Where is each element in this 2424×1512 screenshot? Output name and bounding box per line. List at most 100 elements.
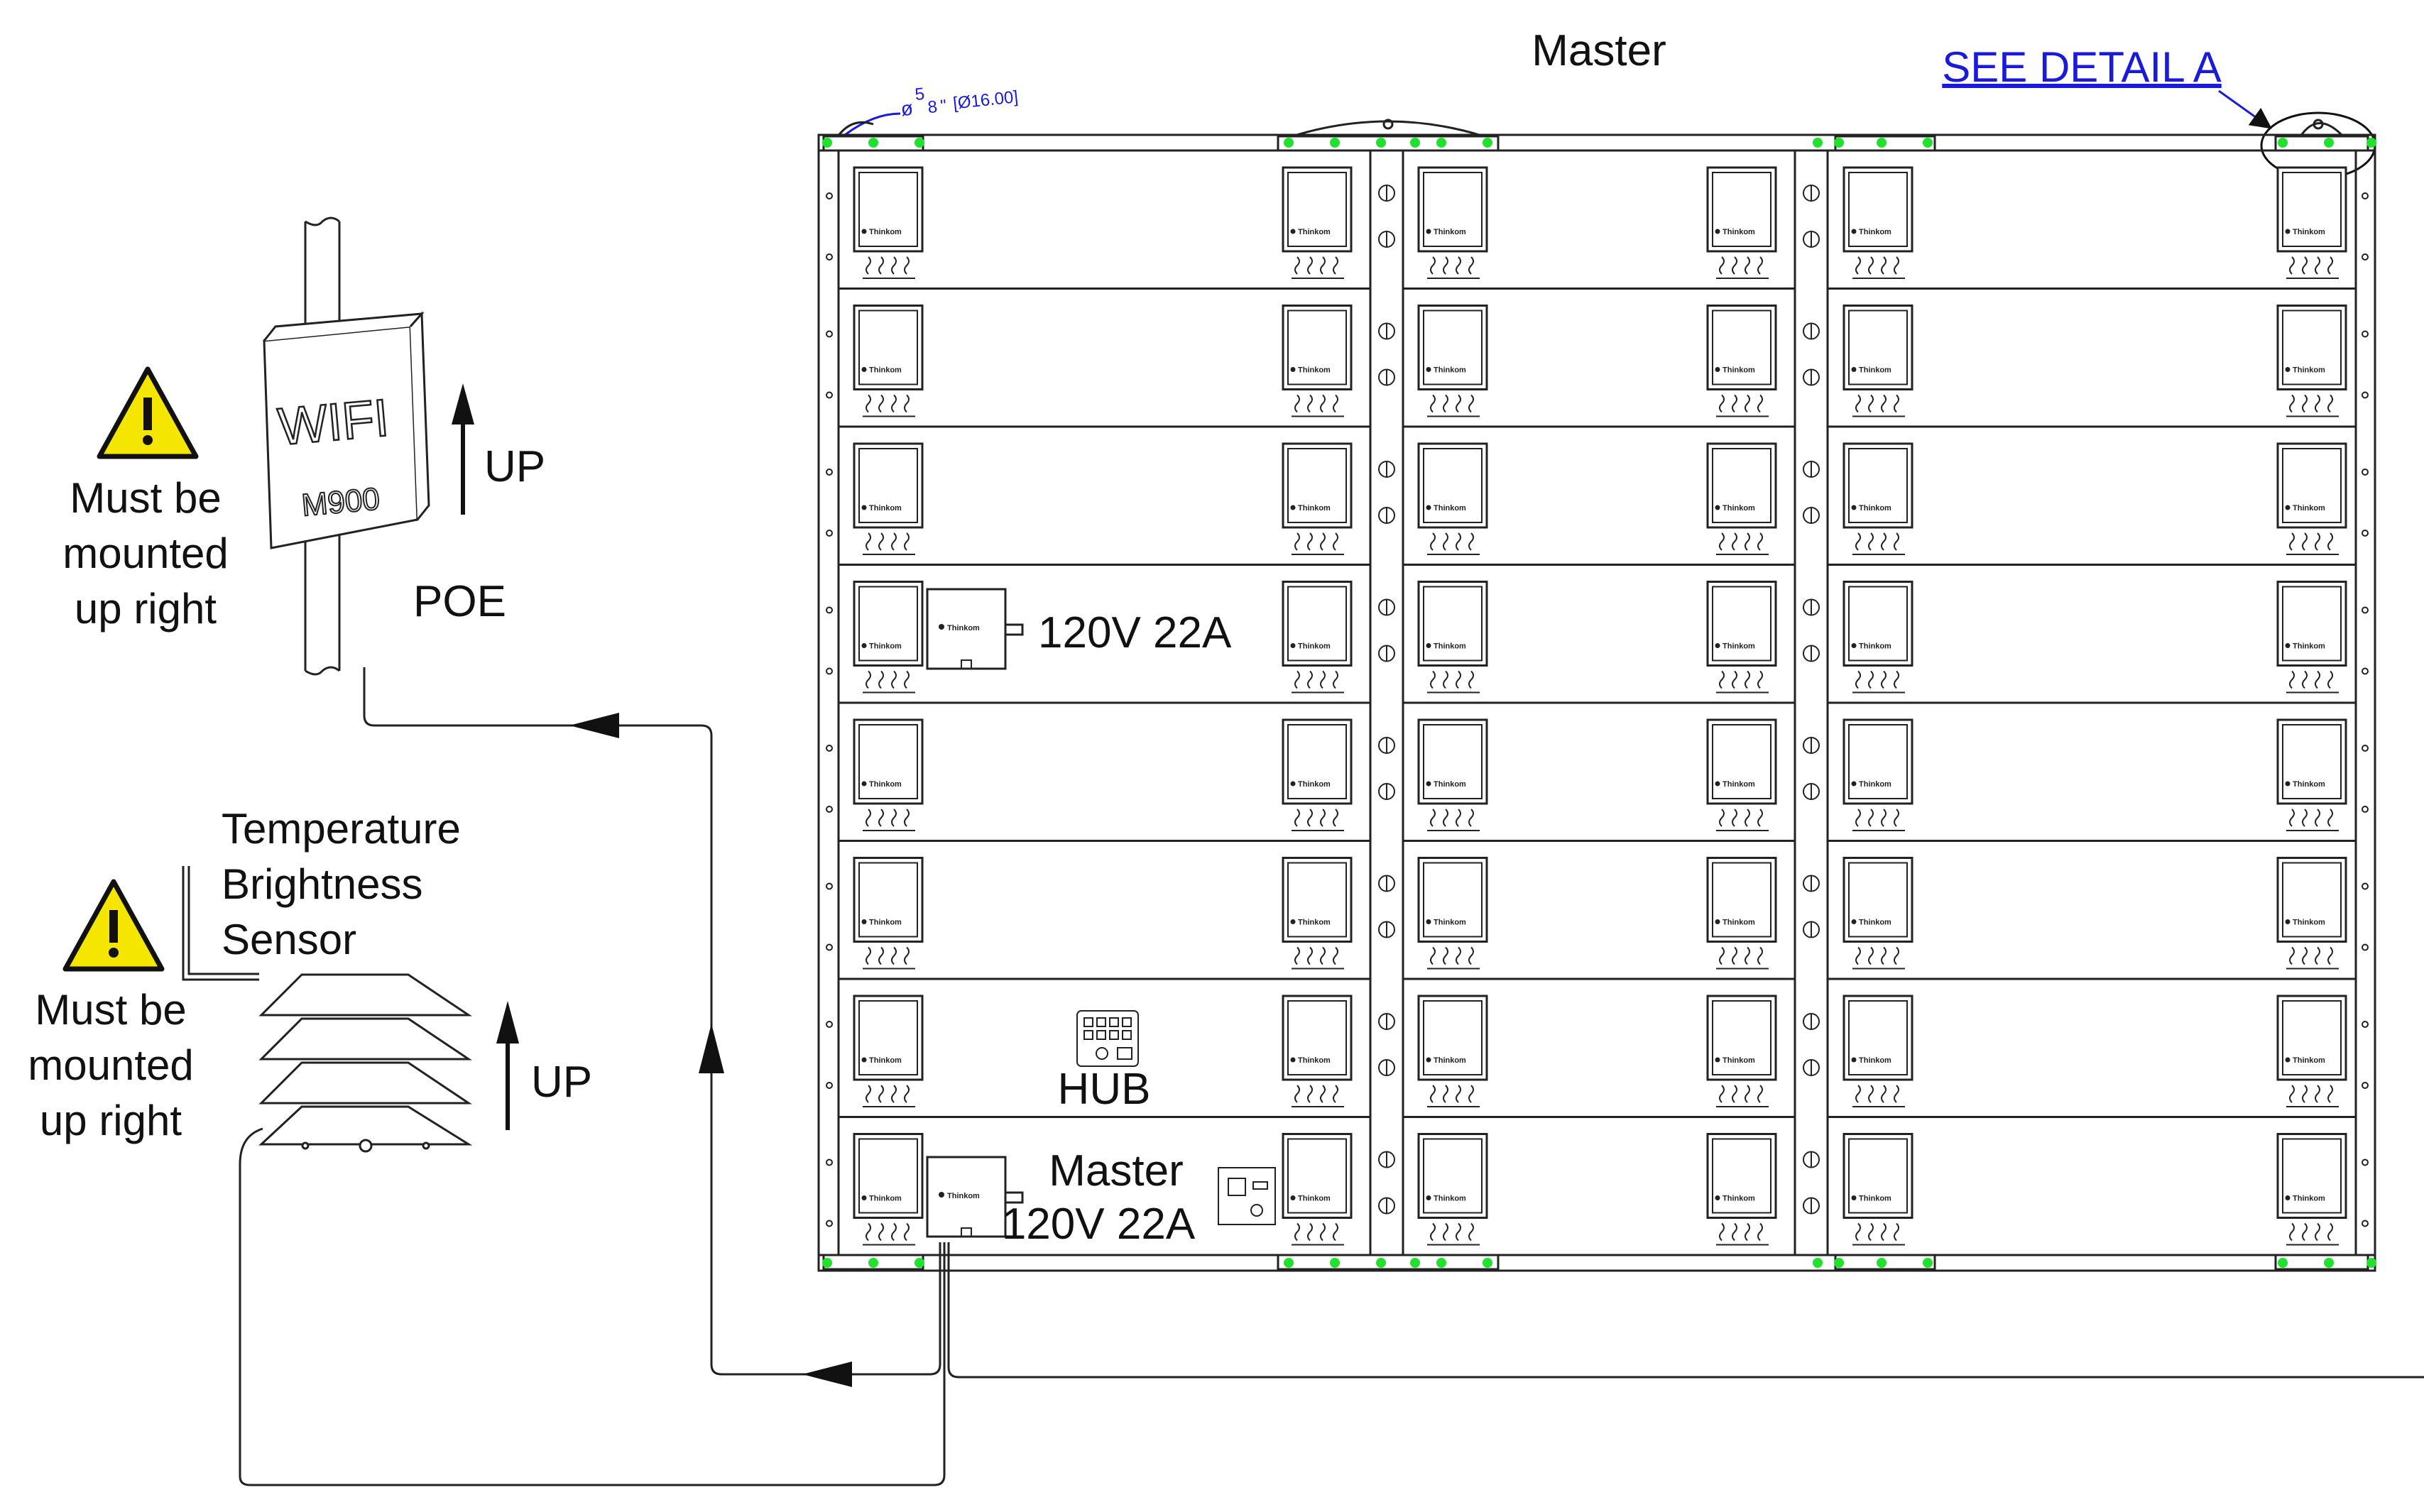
column-divider-1 xyxy=(1369,149,1404,1256)
led-module: Thinkom xyxy=(853,581,924,694)
mount-point xyxy=(2278,1258,2288,1268)
led-module: Thinkom xyxy=(2276,166,2347,279)
led-module: Thinkom xyxy=(2276,442,2347,555)
sensor-up-label: UP xyxy=(531,1058,592,1107)
module-brand-text: Thinkom xyxy=(1723,366,1755,375)
mount-point xyxy=(1284,1258,1294,1268)
upper-power-rating: 120V 22A xyxy=(1038,608,1232,657)
led-module: Thinkom xyxy=(2276,1133,2347,1246)
led-module: Thinkom xyxy=(1282,718,1353,831)
mount-point xyxy=(1923,1258,1933,1268)
led-module: Thinkom xyxy=(1842,442,1913,555)
mount-point xyxy=(1877,138,1887,148)
mount-point xyxy=(1284,138,1294,148)
dimension-leader xyxy=(844,112,901,136)
cabinet-outer-frame xyxy=(817,133,2376,1272)
svg-text:Sensor: Sensor xyxy=(222,916,356,963)
led-module: Thinkom xyxy=(1706,305,1777,417)
led-module: Thinkom xyxy=(1282,995,1353,1107)
module-brand-text: Thinkom xyxy=(1723,504,1755,513)
module-brand-text: Thinkom xyxy=(869,919,902,927)
mount-point xyxy=(2278,138,2288,148)
mount-point xyxy=(915,1258,924,1268)
module-brand-text: Thinkom xyxy=(1859,642,1891,651)
module-brand-text: Thinkom xyxy=(1434,1195,1466,1203)
mount-point xyxy=(868,1258,878,1268)
module-brand-text: Thinkom xyxy=(1723,1056,1755,1065)
led-module: Thinkom xyxy=(1417,995,1488,1107)
svg-text:": " xyxy=(939,97,947,116)
module-brand-text: Thinkom xyxy=(2293,642,2325,651)
sensor-title: Temperature Brightness Sensor xyxy=(222,805,461,963)
module-brand-text: Thinkom xyxy=(1723,919,1755,927)
led-module: Thinkom xyxy=(1282,166,1353,279)
led-module: Thinkom xyxy=(1706,718,1777,831)
poe-label: POE xyxy=(413,577,506,626)
led-module: Thinkom xyxy=(1842,166,1913,279)
led-module: Thinkom xyxy=(1282,857,1353,970)
module-brand-text: Thinkom xyxy=(1434,366,1466,375)
module-brand-text: Thinkom xyxy=(2293,504,2325,513)
module-brand-text: Thinkom xyxy=(1298,228,1331,236)
mount-point xyxy=(1376,1258,1386,1268)
module-brand-text: Thinkom xyxy=(2293,919,2325,927)
led-module: Thinkom xyxy=(1417,442,1488,555)
cable-arrows xyxy=(569,713,852,1387)
led-module: Thinkom xyxy=(2276,718,2347,831)
led-module: Thinkom xyxy=(2276,995,2347,1107)
module-brand-text: Thinkom xyxy=(869,1056,902,1065)
svg-text:5: 5 xyxy=(914,84,925,104)
module-brand-text: Thinkom xyxy=(869,780,902,789)
led-module: Thinkom xyxy=(1417,857,1488,970)
led-module: Thinkom xyxy=(1842,718,1913,831)
led-module: Thinkom xyxy=(853,857,924,970)
mount-point xyxy=(915,138,924,148)
power-box-upper: Thinkom xyxy=(926,588,1024,670)
led-module: Thinkom xyxy=(1282,305,1353,417)
led-module: Thinkom xyxy=(1706,581,1777,694)
mount-point xyxy=(2366,138,2376,148)
module-brand-text: Thinkom xyxy=(1298,366,1331,375)
top-mount-arch-center xyxy=(1292,120,1485,138)
sensor-cable xyxy=(239,1127,946,1486)
led-module: Thinkom xyxy=(2276,857,2347,970)
svg-text:mounted: mounted xyxy=(28,1041,194,1089)
module-brand-text: Thinkom xyxy=(1298,1056,1331,1065)
led-module: Thinkom xyxy=(853,442,924,555)
controller-board xyxy=(1218,1167,1276,1225)
led-module: Thinkom xyxy=(1842,857,1913,970)
hub-label: HUB xyxy=(1058,1065,1151,1114)
see-detail-a-link[interactable]: SEE DETAIL A xyxy=(1942,43,2222,91)
led-module: Thinkom xyxy=(1706,1133,1777,1246)
wifi-up-arrow-icon xyxy=(452,383,474,515)
diagram-title: Master xyxy=(1532,26,1666,75)
mount-point xyxy=(2324,1258,2334,1268)
mount-point xyxy=(1436,1258,1446,1268)
mount-point xyxy=(1376,138,1386,148)
mount-point xyxy=(822,1258,832,1268)
module-brand-text: Thinkom xyxy=(1859,366,1891,375)
led-module: Thinkom xyxy=(1706,442,1777,555)
led-module: Thinkom xyxy=(1417,305,1488,417)
svg-text:up right: up right xyxy=(75,585,217,632)
mount-point xyxy=(1877,1258,1887,1268)
led-module: Thinkom xyxy=(1417,166,1488,279)
led-module: Thinkom xyxy=(853,995,924,1107)
led-module: Thinkom xyxy=(1282,1133,1353,1246)
led-module: Thinkom xyxy=(1842,305,1913,417)
led-module: Thinkom xyxy=(1842,581,1913,694)
svg-text:up right: up right xyxy=(40,1097,182,1144)
mount-point xyxy=(1923,138,1933,148)
module-brand-text: Thinkom xyxy=(869,366,902,375)
mount-point xyxy=(2366,1258,2376,1268)
module-brand-text: Thinkom xyxy=(869,228,902,236)
mount-point xyxy=(1410,138,1420,148)
led-module: Thinkom xyxy=(1282,581,1353,694)
led-module: Thinkom xyxy=(1282,442,1353,555)
warning-icon xyxy=(62,879,165,972)
module-brand-text: Thinkom xyxy=(1859,780,1891,789)
module-brand-text: Thinkom xyxy=(1434,504,1466,513)
mounting-points xyxy=(822,138,2376,1268)
